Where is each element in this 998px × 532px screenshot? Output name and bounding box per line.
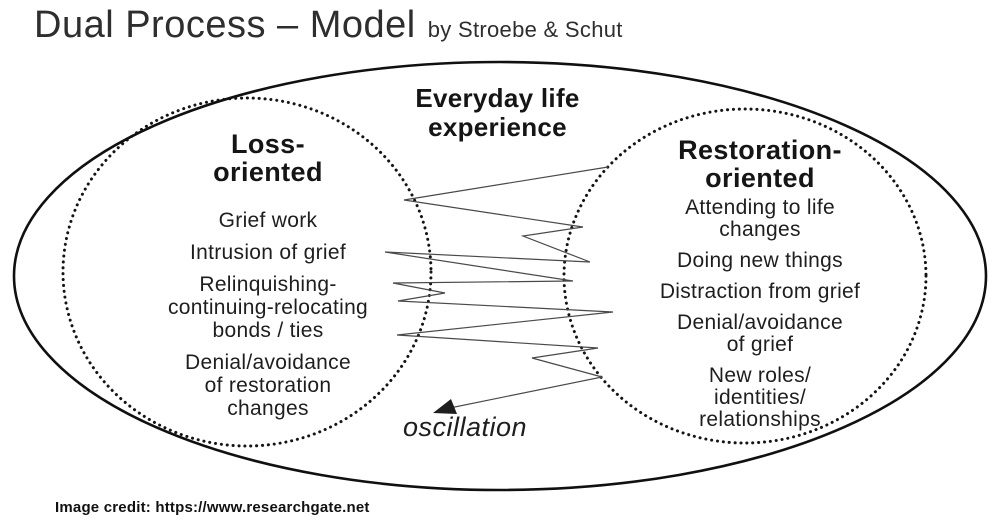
restoration-item-list: Attending to life changes Doing new thin… <box>600 197 920 431</box>
everyday-life-ellipse <box>12 60 988 492</box>
page-title: Dual Process – Model <box>34 4 416 46</box>
loss-item: Grief work <box>218 209 318 232</box>
loss-item: Intrusion of grief <box>190 241 346 264</box>
loss-item: Denial/avoidance of restoration changes <box>185 351 351 420</box>
title-byline: by Stroebe & Schut <box>427 17 623 42</box>
restoration-item: Denial/avoidance of grief <box>677 311 843 356</box>
everyday-life-label: Everyday life experience <box>415 83 580 142</box>
restoration-item: Doing new things <box>677 249 843 272</box>
loss-circle-outline <box>61 96 433 448</box>
oscillation-arrowhead <box>433 399 457 414</box>
restoration-item: New roles/ identities/ relationships <box>699 364 821 431</box>
restoration-circle-outline <box>562 107 928 445</box>
loss-item: Relinquishing- continuing-relocating bon… <box>167 273 369 342</box>
restoration-circle-title: Restoration- oriented <box>678 135 842 193</box>
restoration-item: Attending to life changes <box>685 196 835 241</box>
oscillation-label: oscillation <box>402 412 528 442</box>
restoration-item: Distraction from grief <box>659 280 861 303</box>
oscillation-zigzag <box>384 166 614 411</box>
loss-item-list: Grief work Intrusion of grief Relinquish… <box>108 209 428 420</box>
loss-circle-title: Loss- oriented <box>213 129 323 187</box>
title-row: Dual Process – Model by Stroebe & Schut <box>34 4 623 47</box>
image-credit: Image credit: https://www.researchgate.n… <box>55 499 370 516</box>
